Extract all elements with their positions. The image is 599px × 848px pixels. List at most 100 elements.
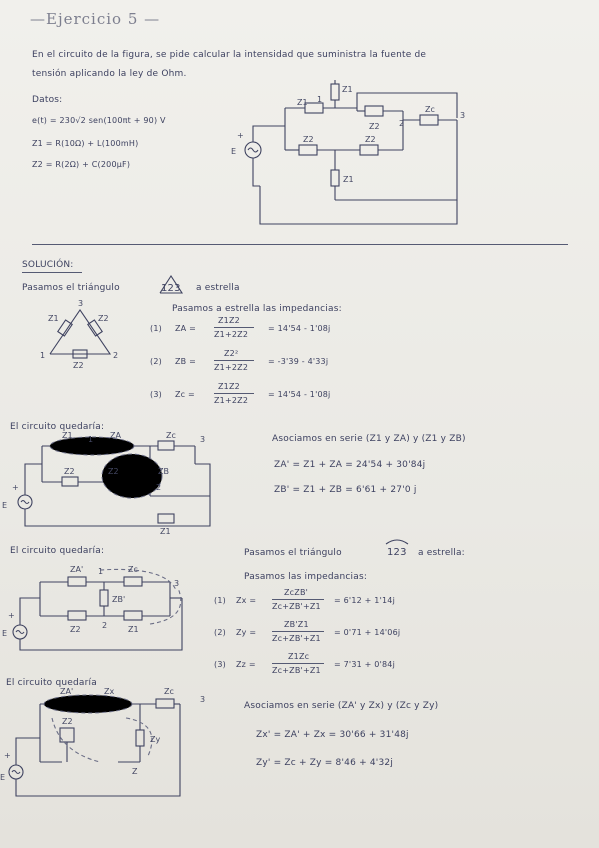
c2-label-z1-bottom: Z1 <box>160 527 171 536</box>
c2-node-3: 3 <box>200 435 205 444</box>
c3-label-z2: Z2 <box>70 625 81 634</box>
tri-node-3: 3 <box>78 299 83 308</box>
eq4-fraction-bar <box>272 599 324 600</box>
dato-z1: Z1 = R(10Ω) + L(100mH) <box>32 139 139 148</box>
c2-label-z1: Z1 <box>62 431 73 440</box>
solucion-heading: SOLUCIÓN: <box>22 260 74 270</box>
eq2-numerator: Z2² <box>224 349 239 358</box>
eq5-num-index: (2) <box>214 628 226 637</box>
tri-label-z1: Z1 <box>48 314 59 323</box>
c2-node-2: 2 <box>156 483 161 492</box>
c4-label-z2: Z2 <box>62 717 73 726</box>
series2-zx-prime: Zx' = ZA' + Zx = 30'66 + 31'48j <box>256 730 409 740</box>
c3-label-zc: Zc <box>128 565 138 574</box>
datos-label: Datos: <box>32 95 63 105</box>
eq1-denominator: Z1+2Z2 <box>214 330 249 339</box>
eq5-result: = 0'71 + 14'06j <box>334 628 401 637</box>
eq1-lhs: ZA = <box>175 324 196 333</box>
step2-triangle-nodes: 123 <box>387 547 407 558</box>
circuit-diagram-original: Z1 Z1 Z2 Z2 Z2 Z1 Zc 1 2 3 E + <box>231 80 465 225</box>
c1-node-2: 2 <box>399 119 404 128</box>
series1-zb-prime: ZB' = Z1 + ZB = 6'61 + 27'0 j <box>274 485 417 495</box>
eq3-numerator: Z1Z2 <box>218 382 240 391</box>
eq4-lhs: Zx = <box>236 596 257 605</box>
step2-subtitle: Pasamos las impedancias: <box>244 572 368 582</box>
eq6-lhs: Zz = <box>236 660 256 669</box>
c3-label-zb-prime: ZB' <box>112 595 125 604</box>
c1-source-label: E <box>231 147 236 156</box>
statement-line-2: tensión aplicando la ley de Ohm. <box>32 69 187 79</box>
c2-plus-sign: + <box>12 483 19 492</box>
step2-tail: a estrella: <box>418 548 465 558</box>
step2-intro: Pasamos el triángulo <box>244 548 342 558</box>
series2-title: Asociamos en serie (ZA' y Zx) y (Zc y Zy… <box>244 701 439 711</box>
eq1-fraction-bar <box>214 327 254 328</box>
c4-label-zx: Zx <box>104 687 114 696</box>
eq6-fraction-bar <box>272 663 324 664</box>
result-label-1: El circuito quedaría: <box>10 422 105 432</box>
c2-label-zb: ZB <box>158 467 169 476</box>
eq3-result: = 14'54 - 1'08j <box>268 390 331 399</box>
eq4-result: = 6'12 + 1'14j <box>334 596 395 605</box>
eq5-lhs: Zy = <box>236 628 257 637</box>
tri-label-z2a: Z2 <box>98 314 109 323</box>
eq4-numerator: ZcZB' <box>284 588 309 597</box>
result-label-3: El circuito quedaría <box>6 678 97 688</box>
solucion-underline <box>22 272 82 273</box>
c1-label-z1b: Z1 <box>342 85 353 94</box>
c4-label-za-prime: ZA' <box>60 687 73 696</box>
c1-label-z2c: Z2 <box>365 135 376 144</box>
eq6-result: = 7'31 + 0'84j <box>334 660 395 669</box>
eq2-num-index: (2) <box>150 357 162 366</box>
tri-node-2: 2 <box>113 351 118 360</box>
c4-node-3: 3 <box>200 695 205 704</box>
c1-label-z2b: Z2 <box>303 135 314 144</box>
triangle-symbol-2 <box>385 539 409 545</box>
circuit-diagram-step2: ZA' Zc 3 ZB' 1 Z2 Z1 2 E + <box>2 565 183 651</box>
eq1-result: = 14'54 - 1'08j <box>268 324 331 333</box>
c3-source-label: E <box>2 629 7 638</box>
c1-label-z1a: Z1 <box>297 98 308 107</box>
circuit-diagram-step1: Z1 ZA Zc 3 1 Z2 Z2 ZB 2 E + Z1 <box>2 431 211 536</box>
eq5-denominator: Zc+ZB'+Z1 <box>272 634 321 643</box>
eq5-numerator: ZB'Z1 <box>284 620 309 629</box>
c2-label-z2b: Z2 <box>108 467 119 476</box>
eq3-num-index: (3) <box>150 390 162 399</box>
c1-node-3: 3 <box>460 111 465 120</box>
c1-label-z2a: Z2 <box>369 122 380 131</box>
step1-tail: a estrella <box>196 283 240 293</box>
eq5-fraction-bar <box>272 631 324 632</box>
eq2-lhs: ZB = <box>175 357 197 366</box>
tri-node-1: 1 <box>40 351 45 360</box>
eq1-num-index: (1) <box>150 324 162 333</box>
dato-z2: Z2 = R(2Ω) + C(200μF) <box>32 160 131 169</box>
step1-subtitle: Pasamos a estrella las impedancias: <box>172 304 342 314</box>
triangle-symbol-1 <box>159 274 184 294</box>
c2-label-zc: Zc <box>166 431 176 440</box>
eq6-denominator: Zc+ZB'+Z1 <box>272 666 321 675</box>
exercise-title: —Ejercicio 5 — <box>30 10 161 28</box>
c3-node-1: 1 <box>98 567 103 576</box>
eq1-numerator: Z1Z2 <box>218 316 240 325</box>
c2-label-za: ZA <box>110 431 121 440</box>
series2-zy-prime: Zy' = Zc + Zy = 8'46 + 4'32j <box>256 758 394 768</box>
result-label-2: El circuito quedaría: <box>10 546 105 556</box>
series1-za-prime: ZA' = Z1 + ZA = 24'54 + 30'84j <box>274 460 426 470</box>
c2-label-z2a: Z2 <box>64 467 75 476</box>
c3-node-3: 3 <box>174 579 179 588</box>
c2-source-label: E <box>2 501 7 510</box>
series1-title: Asociamos en serie (Z1 y ZA) y (Z1 y ZB) <box>272 434 466 444</box>
c1-label-zc: Zc <box>425 105 435 114</box>
eq2-fraction-bar <box>214 360 254 361</box>
c3-label-z1: Z1 <box>128 625 139 634</box>
c4-plus-sign: + <box>4 751 11 760</box>
eq4-num-index: (1) <box>214 596 226 605</box>
circuit-diagram-step3: ZA' Zx Zc 3 Z2 Zy Z E + <box>0 687 205 797</box>
c4-label-zc: Zc <box>164 687 174 696</box>
c3-plus-sign: + <box>8 611 15 620</box>
c4-label-zy: Zy <box>150 735 160 744</box>
c3-label-za-prime: ZA' <box>70 565 83 574</box>
c4-label-z: Z <box>132 767 138 776</box>
c1-plus-sign: + <box>237 131 244 140</box>
